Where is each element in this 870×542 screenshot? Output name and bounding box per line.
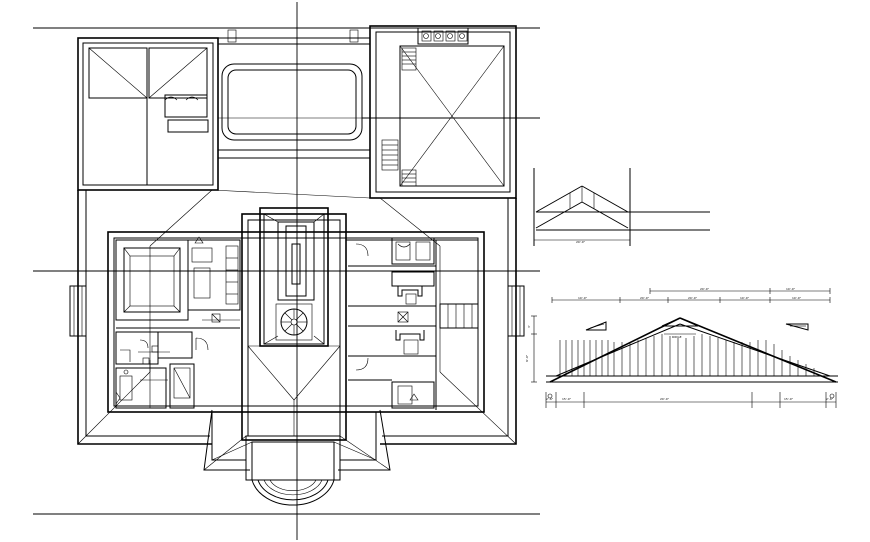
truss-webs xyxy=(559,334,815,376)
svg-text:3': 3' xyxy=(527,325,531,328)
svg-text:10'-0": 10'-0" xyxy=(740,296,750,300)
svg-text:15'-0": 15'-0" xyxy=(784,397,794,401)
svg-text:20'-0": 20'-0" xyxy=(700,287,710,291)
spiral-stair xyxy=(275,303,313,341)
svg-text:2'-6": 2'-6" xyxy=(546,397,554,401)
right-rooms xyxy=(346,237,479,410)
svg-text:2'-6": 2'-6" xyxy=(826,397,834,401)
veranda-west xyxy=(69,285,87,337)
central-core xyxy=(241,207,347,441)
service-wing xyxy=(77,37,219,191)
truss-elevation: 20'-0" 10'-0" 10'-0" 20'-0" 20'-0" 10'-0… xyxy=(525,287,838,408)
right-wing xyxy=(362,25,540,199)
front-porch xyxy=(203,409,391,506)
stair-west xyxy=(381,139,399,171)
svg-text:10'-0": 10'-0" xyxy=(578,296,588,300)
svg-text:10'-0": 10'-0" xyxy=(792,296,802,300)
svg-text:RIDGE: RIDGE xyxy=(672,335,682,339)
svg-text:9'-0": 9'-0" xyxy=(525,354,529,362)
gable-dimension: 20'-0" xyxy=(576,240,586,244)
floor-plan xyxy=(69,25,540,506)
svg-text:20'-0": 20'-0" xyxy=(660,397,670,401)
pitch-triangle-right xyxy=(785,323,809,331)
veranda-east xyxy=(507,285,525,337)
svg-text:15'-0": 15'-0" xyxy=(562,397,572,401)
left-rooms xyxy=(115,236,241,409)
svg-text:20'-0": 20'-0" xyxy=(640,296,650,300)
svg-text:20'-0": 20'-0" xyxy=(688,296,698,300)
svg-text:10'-0": 10'-0" xyxy=(786,287,796,291)
main-house xyxy=(69,189,525,506)
stair-north xyxy=(401,47,417,71)
pool-court xyxy=(218,29,370,159)
gable-section: 20'-0" xyxy=(533,168,710,246)
